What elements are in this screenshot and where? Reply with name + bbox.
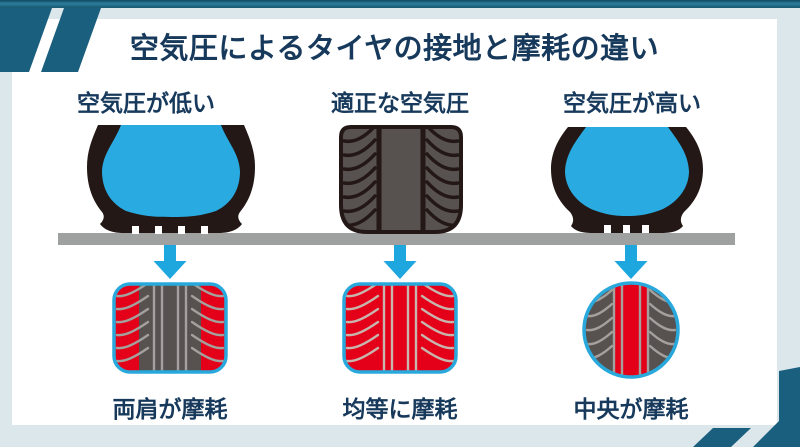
top-accent-bar: [0, 0, 800, 8]
result-label-center-wear: 中央が摩耗: [573, 397, 689, 423]
result-label-even-wear: 均等に摩耗: [342, 397, 458, 423]
road-surface-bar: [58, 233, 735, 245]
wear-pattern-even: [342, 282, 458, 374]
column-header-high-pressure: 空気圧が高い: [563, 91, 701, 117]
tread-notches: [604, 225, 649, 233]
tire-low-pressure-illustration: [87, 125, 255, 234]
corner-slash-decorations: [0, 8, 800, 447]
column-header-correct-pressure: 適正な空気圧: [331, 91, 469, 117]
tire-high-pressure-illustration: [551, 127, 703, 233]
tread-arc-lines: [342, 127, 460, 228]
tread-notches: [132, 226, 208, 234]
result-label-shoulder-wear: 両肩が摩耗: [112, 397, 228, 423]
wear-pattern-center: [582, 281, 680, 379]
page-title: 空気圧によるタイヤの接地と摩耗の違い: [129, 31, 660, 65]
tire-correct-pressure-illustration: [339, 125, 463, 234]
wear-pattern-shoulders: [112, 282, 228, 374]
column-header-low-pressure: 空気圧が低い: [77, 91, 215, 117]
down-arrow-icon: [153, 245, 648, 279]
